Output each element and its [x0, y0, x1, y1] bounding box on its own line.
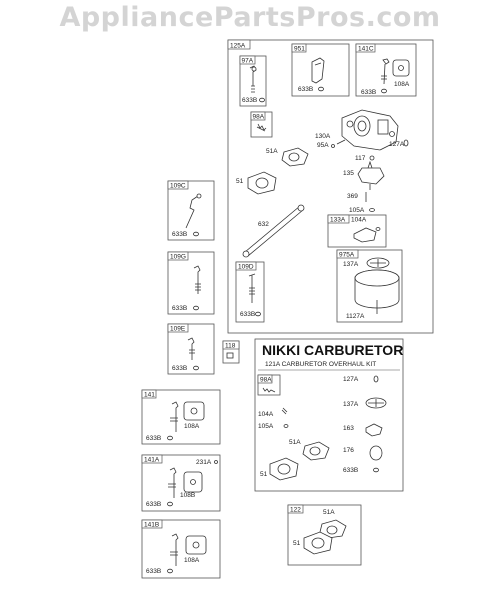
box-133a-tag: 133A	[330, 217, 346, 224]
box-141b-tag: 141B	[144, 522, 159, 529]
box-122-part-51: 51	[293, 540, 301, 547]
box-141a-part-108b: 108B	[180, 492, 195, 499]
box-141b-part-108a: 108A	[184, 557, 200, 564]
kit-title: NIKKI CARBURETOR	[262, 342, 403, 358]
box-141b: 141B 108A 633B	[141, 519, 221, 579]
box-141c-tag: 141C	[358, 46, 374, 53]
box-951-tag: 951	[294, 46, 305, 53]
governor-rod-part	[185, 195, 199, 229]
box-109g-part-633b: 633B	[172, 305, 187, 312]
carburetor-body-part	[336, 109, 399, 151]
spring-part	[256, 123, 267, 132]
box-141c-part-108a: 108A	[394, 81, 410, 88]
label-369: 369	[347, 193, 358, 200]
box-141-part-633b: 633B	[146, 435, 161, 442]
box-109c: 109C 633B	[167, 180, 215, 241]
watermark: AppliancePartsPros.com	[59, 2, 441, 33]
box-133a-part-104a: 104A	[351, 217, 367, 224]
part-118	[226, 352, 234, 359]
box-141a-tag: 141A	[144, 457, 160, 464]
throttle-shaft-part	[311, 57, 325, 84]
box-133a: 133A 104A	[327, 214, 387, 248]
kit-label-176: 176	[343, 447, 354, 454]
kit-subtitle: 121A CARBURETOR OVERHAUL KIT	[265, 361, 376, 368]
label-127a: 127A	[389, 141, 405, 148]
box-122-gasket-part	[319, 519, 347, 539]
box-122-part-51a: 51A	[323, 509, 335, 516]
kit-spacer-51-part	[269, 457, 299, 481]
gasket-51a-part	[281, 147, 309, 167]
part-118-tag: 118	[225, 343, 236, 350]
box-122-spacer-part	[303, 531, 333, 555]
kit-gasket-163-part	[365, 423, 383, 437]
box-98a-tag: 98A	[253, 114, 265, 121]
kit-label-127a: 127A	[343, 376, 359, 383]
box-109c-part-633b: 633B	[172, 231, 187, 238]
box-122-tag: 122	[290, 507, 301, 514]
box-118: 118	[222, 340, 240, 364]
label-105a: 105A	[349, 207, 365, 214]
box-975a: 975A 137A 1127A	[336, 249, 403, 323]
box-97a-part-633b: 633B	[242, 97, 257, 104]
kit-gasket-51a-part	[302, 441, 330, 461]
box-975a-tag: 975A	[339, 252, 355, 259]
box-109d: 109D 633B	[235, 261, 265, 323]
kit-ring-176-part	[369, 445, 383, 461]
spacer-51-part	[247, 171, 277, 195]
box-141b-part-633b: 633B	[146, 568, 161, 575]
box-109c-tag: 109C	[170, 183, 186, 190]
box-141a-part-633b: 633B	[146, 501, 161, 508]
main-group-125a: 125A 97A 633B 951 633B 141C	[227, 39, 434, 334]
kit-121a: NIKKI CARBURETOR 121A CARBURETOR OVERHAU…	[254, 338, 404, 492]
kit-label-137a: 137A	[343, 401, 359, 408]
box-141c-part-633b: 633B	[361, 89, 376, 96]
kit-label-105a: 105A	[258, 423, 274, 430]
label-135: 135	[343, 170, 354, 177]
label-51a: 51A	[266, 148, 278, 155]
link-632-part	[244, 205, 304, 257]
box-951-part-633b: 633B	[298, 86, 313, 93]
label-130a: 130A	[315, 133, 331, 140]
main-group-frame	[227, 39, 434, 334]
kit-label-633b: 633B	[343, 467, 358, 474]
kit-label-104a: 104A	[258, 411, 274, 418]
box-141-part-108a: 108A	[184, 423, 200, 430]
kit-box-98a-tag: 98A	[260, 377, 272, 384]
box-109d-part-633b: 633B	[240, 311, 255, 318]
box-141: 141 108A 633B	[141, 389, 221, 445]
float-bowl-gasket-part	[353, 227, 377, 243]
main-group-tag-box	[227, 39, 251, 50]
shaft-part	[383, 63, 386, 85]
box-109g-tag: 109G	[170, 254, 186, 261]
float-135-part	[357, 160, 385, 190]
label-632: 632	[258, 221, 269, 228]
box-109e-tag: 109E	[170, 326, 186, 333]
box-141c: 141C 108A 633B	[355, 43, 417, 97]
box-975a-part-1127a: 1127A	[346, 313, 365, 320]
box-109e: 109E 633B	[167, 323, 215, 375]
box-141-tag: 141	[144, 392, 155, 399]
kit-label-51: 51	[260, 471, 268, 478]
label-95a: 95A	[317, 142, 329, 149]
kit-label-163: 163	[343, 425, 354, 432]
box-141a-part-231a: 231A	[196, 459, 212, 466]
box-97a: 97A 633B	[239, 55, 267, 107]
box-951: 951 633B	[291, 43, 350, 97]
label-51: 51	[236, 178, 244, 185]
box-109e-part-633b: 633B	[172, 365, 187, 372]
seal-633b-part	[259, 97, 265, 103]
box-141a: 141A 231A 108B 633B	[141, 454, 221, 512]
box-122: 122 51A 51	[287, 504, 362, 566]
box-98a: 98A	[250, 111, 273, 138]
box-109d-tag: 109D	[238, 264, 254, 271]
kit-label-51a: 51A	[289, 439, 301, 446]
box-97a-tag: 97A	[242, 58, 254, 65]
box-109g: 109G 633B	[167, 251, 215, 315]
main-group-tag: 125A	[230, 43, 246, 50]
box-975a-part-137a: 137A	[343, 261, 359, 268]
label-117: 117	[355, 155, 366, 162]
